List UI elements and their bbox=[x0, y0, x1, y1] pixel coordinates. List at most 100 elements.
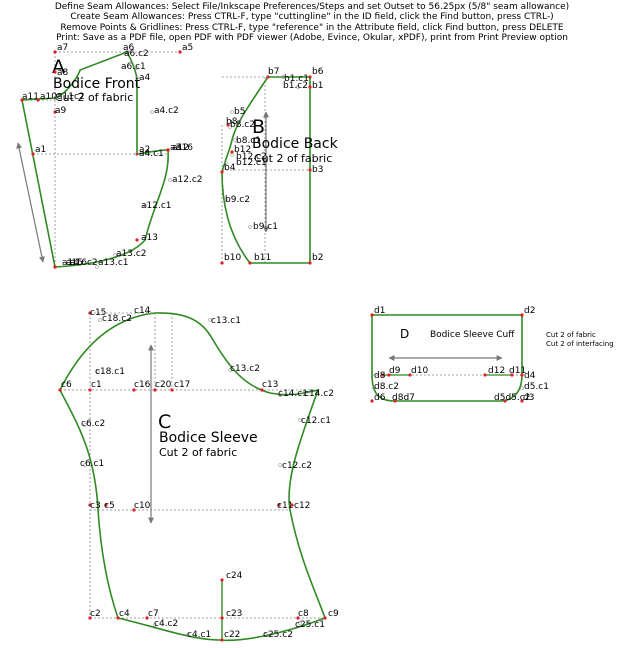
point-label: c11 bbox=[277, 501, 293, 511]
point-label: a6.c2 bbox=[124, 49, 149, 59]
point-label: a10 bbox=[40, 92, 57, 102]
reference-point-marker bbox=[308, 261, 312, 265]
point-label: d1 bbox=[374, 306, 385, 316]
point-label: a4 bbox=[139, 73, 151, 83]
reference-point-marker bbox=[308, 75, 312, 79]
control-point-marker bbox=[224, 161, 228, 165]
reference-point-marker bbox=[58, 388, 62, 392]
point-label: c5 bbox=[104, 501, 115, 511]
cuff-piece: D Bodice Sleeve Cuff Cut 2 of fabric Cut… bbox=[371, 314, 614, 402]
reference-point-marker bbox=[135, 152, 139, 156]
point-label: b8 bbox=[226, 117, 238, 127]
point-label: d11 bbox=[509, 366, 526, 376]
point-label: b12 bbox=[234, 145, 251, 155]
instruction-line: Define Seam Allowances: Select File/Inks… bbox=[54, 2, 570, 12]
point-label: c18.c1 bbox=[95, 367, 125, 377]
point-label: a12.c2 bbox=[172, 175, 203, 185]
point-label: a3 bbox=[170, 143, 181, 153]
cuff-letter: D bbox=[400, 327, 409, 341]
reference-point-marker bbox=[220, 616, 224, 620]
point-label: c14.c2 bbox=[304, 389, 334, 399]
point-label: b12.c2 bbox=[236, 152, 267, 162]
point-label: c12 bbox=[294, 501, 310, 511]
reference-point-marker bbox=[370, 399, 374, 403]
reference-point-marker bbox=[290, 503, 294, 507]
reference-point-marker bbox=[220, 170, 224, 174]
reference-point-marker bbox=[178, 50, 182, 54]
reference-point-marker bbox=[166, 148, 170, 152]
reference-point-marker bbox=[248, 261, 252, 265]
point-label: c24 bbox=[226, 571, 243, 581]
control-point-marker bbox=[302, 391, 306, 395]
point-label: b5 bbox=[234, 107, 245, 117]
point-label: b8.c1 bbox=[236, 136, 261, 146]
reference-point-marker bbox=[104, 503, 108, 507]
reference-point-marker bbox=[53, 265, 57, 269]
reference-point-marker bbox=[31, 152, 35, 156]
reference-point-marker bbox=[53, 70, 57, 74]
sleeve-cutting-line bbox=[59, 312, 327, 642]
point-label: c15 bbox=[90, 308, 106, 318]
point-label: a14 bbox=[62, 258, 79, 268]
point-label: a11c2 bbox=[57, 92, 85, 102]
bodice-front-piece: A Bodice Front Cut 2 of fabric bbox=[16, 50, 180, 268]
point-label: c16 bbox=[134, 380, 151, 390]
control-point-marker bbox=[143, 204, 147, 208]
control-point-marker bbox=[228, 125, 232, 129]
control-point-marker bbox=[520, 386, 524, 390]
instruction-line: Remove Points & Gridlines: Press CTRL-F,… bbox=[60, 22, 564, 33]
control-point-marker bbox=[186, 633, 190, 637]
reference-point-marker bbox=[53, 50, 57, 54]
reference-point-marker bbox=[116, 616, 120, 620]
control-point-marker bbox=[233, 138, 237, 142]
control-point-marker bbox=[125, 50, 129, 54]
reference-point-marker bbox=[387, 373, 391, 377]
point-label: c1 bbox=[91, 380, 102, 390]
reference-point-marker bbox=[220, 578, 224, 582]
control-point-marker bbox=[230, 110, 234, 114]
point-label: a11 bbox=[22, 92, 39, 102]
point-label: b10 bbox=[224, 253, 241, 263]
point-label: c17 bbox=[174, 380, 190, 390]
reference-point-marker bbox=[296, 616, 300, 620]
point-label: c8 bbox=[298, 609, 309, 619]
reference-point-marker bbox=[88, 503, 92, 507]
point-label: c13.c1 bbox=[211, 316, 241, 326]
reference-point-marker bbox=[88, 311, 92, 315]
reference-point-marker bbox=[36, 98, 40, 102]
reference-point-marker bbox=[520, 313, 524, 317]
point-label: a5 bbox=[182, 43, 193, 53]
point-label: c6.c2 bbox=[81, 419, 105, 429]
bodice-sleeve-piece: C Bodice Sleeve Cut 2 of fabric bbox=[59, 312, 327, 642]
reference-point-marker bbox=[88, 388, 92, 392]
point-label: a9 bbox=[55, 106, 67, 116]
back-cutting-line bbox=[221, 76, 311, 264]
back-title: Bodice Back bbox=[252, 136, 339, 152]
control-point-marker bbox=[248, 225, 252, 229]
control-point-marker bbox=[372, 386, 376, 390]
point-label: a6 bbox=[123, 43, 135, 53]
point-label: c22 bbox=[224, 630, 240, 640]
reference-point-marker bbox=[408, 373, 412, 377]
point-label: d5d5.c2 bbox=[494, 393, 530, 403]
point-label: a16c2 bbox=[70, 258, 98, 268]
point-label: a16 bbox=[176, 143, 193, 153]
point-label: c25.c2 bbox=[263, 630, 293, 640]
control-point-marker bbox=[230, 153, 234, 157]
reference-point-marker bbox=[20, 98, 24, 102]
control-point-marker bbox=[168, 178, 172, 182]
control-point-marker bbox=[83, 423, 87, 427]
point-label: a4.c1 bbox=[139, 149, 164, 159]
reference-point-marker bbox=[308, 85, 312, 89]
reference-point-marker bbox=[393, 399, 397, 403]
point-label: c6.c1 bbox=[80, 459, 104, 469]
front-subtitle: Cut 2 of fabric bbox=[55, 91, 133, 104]
point-label: d8 bbox=[374, 371, 386, 381]
point-label: c18.c2 bbox=[102, 314, 132, 324]
point-label: b11 bbox=[254, 253, 271, 263]
reference-point-marker bbox=[381, 373, 385, 377]
point-label: b1 bbox=[312, 81, 323, 91]
reference-point-marker bbox=[135, 238, 139, 242]
point-label: a15 bbox=[66, 258, 83, 268]
